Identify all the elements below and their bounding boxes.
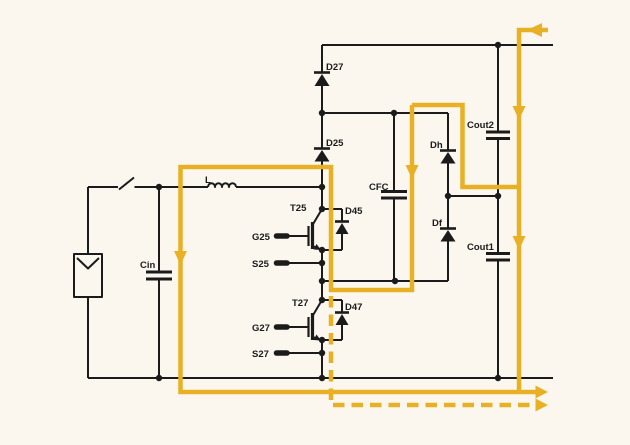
label-s25: S25 — [252, 259, 270, 270]
label-t27: T27 — [292, 298, 308, 309]
arrow-right-icon — [535, 385, 548, 399]
igbt-t25 — [273, 208, 323, 251]
capacitor-cout2 — [486, 130, 510, 140]
label-d25: D25 — [326, 138, 344, 149]
capacitor-cfc — [381, 113, 407, 281]
diode-dh — [440, 113, 456, 196]
pv-module — [73, 187, 103, 378]
label-cin: Cin — [140, 260, 156, 271]
label-df: Df — [432, 218, 443, 229]
current-path-solid — [174, 23, 548, 399]
arrow-down-icon — [405, 165, 419, 179]
label-inductor: L — [205, 175, 211, 186]
label-cout1: Cout1 — [467, 242, 495, 253]
pv-chevron-icon — [76, 257, 100, 270]
arrow-down-icon — [512, 106, 526, 120]
diode-d25 — [314, 113, 330, 187]
label-s27: S27 — [252, 349, 269, 360]
label-cout2: Cout2 — [467, 120, 494, 131]
junction-nodes — [155, 41, 502, 382]
inductor-l — [207, 182, 237, 188]
component-labels: L Cin CFC Cout2 Cout1 D27 D25 Dh Df D45 … — [140, 62, 495, 360]
input-switch — [88, 176, 159, 191]
diode-df — [440, 196, 456, 281]
label-d47: D47 — [345, 302, 362, 313]
label-g27: G27 — [252, 323, 270, 334]
label-t25: T25 — [290, 203, 307, 214]
arrow-left-icon — [527, 23, 542, 37]
arrow-right-icon — [535, 398, 548, 412]
current-path-dashed — [328, 296, 548, 412]
capacitor-cout1 — [486, 252, 510, 262]
emitter-arrow-icon — [313, 244, 321, 250]
label-d45: D45 — [345, 206, 363, 217]
diode-d27 — [314, 45, 330, 113]
switch-blade — [118, 176, 135, 191]
label-cfc: CFC — [369, 182, 389, 193]
arrow-down-icon — [512, 236, 526, 250]
arrow-down-icon — [174, 251, 187, 265]
label-d27: D27 — [326, 62, 343, 73]
label-dh: Dh — [430, 140, 443, 151]
label-g25: G25 — [252, 232, 271, 243]
capacitor-cin — [146, 187, 172, 378]
